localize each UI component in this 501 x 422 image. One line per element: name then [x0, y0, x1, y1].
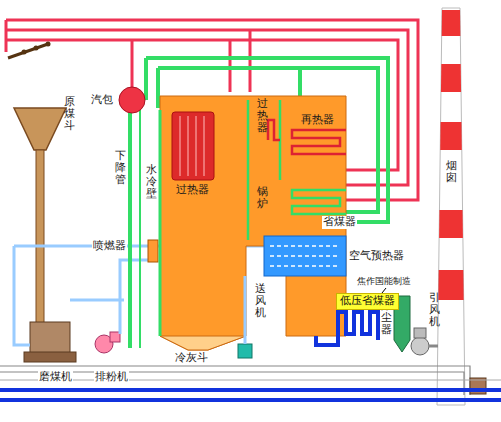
water-main [0, 388, 501, 392]
crane [8, 44, 48, 58]
part-label: 锅炉 [256, 186, 269, 210]
ash-hopper [160, 336, 246, 350]
part-label: 冷灰斗 [174, 352, 209, 365]
induced-fan [411, 337, 429, 355]
part-label: 送风机 [254, 283, 267, 319]
part-label: 下降管 [114, 150, 127, 186]
boiler-body [160, 96, 346, 350]
lp-economizer-coil [338, 312, 378, 340]
chimney-bands [430, 10, 470, 300]
part-label: 过热器 [175, 184, 210, 197]
flue-duct [316, 318, 338, 345]
part-label: 省煤器 [322, 216, 357, 229]
downcomer [128, 110, 132, 348]
part-label: 磨煤机 [38, 371, 73, 384]
part-label: 烟囱 [445, 160, 458, 184]
economizer-coil [292, 190, 346, 214]
part-label: 空气预热器 [348, 250, 405, 263]
forced-fan [238, 344, 252, 358]
steam-drum [119, 87, 145, 113]
equipment-box: 低压省煤器 [336, 293, 399, 310]
box-text: 低压省煤器 [340, 295, 395, 307]
part-label: 焦作国能制造 [356, 276, 412, 286]
coal-chute [36, 150, 44, 325]
superheater [172, 112, 214, 180]
part-label: 原煤斗 [63, 96, 76, 132]
part-label: 喷燃器 [92, 240, 127, 253]
coal-hopper [14, 108, 66, 150]
part-label: 再热器 [300, 114, 335, 127]
part-label: 排粉机 [94, 371, 129, 384]
part-label: 过热器 [256, 98, 269, 134]
burner [148, 240, 158, 262]
part-label: 引风机 [428, 292, 441, 328]
part-label: 水冷壁 [145, 164, 158, 200]
part-label: 汽包 [90, 94, 114, 107]
air-preheater [264, 236, 346, 276]
